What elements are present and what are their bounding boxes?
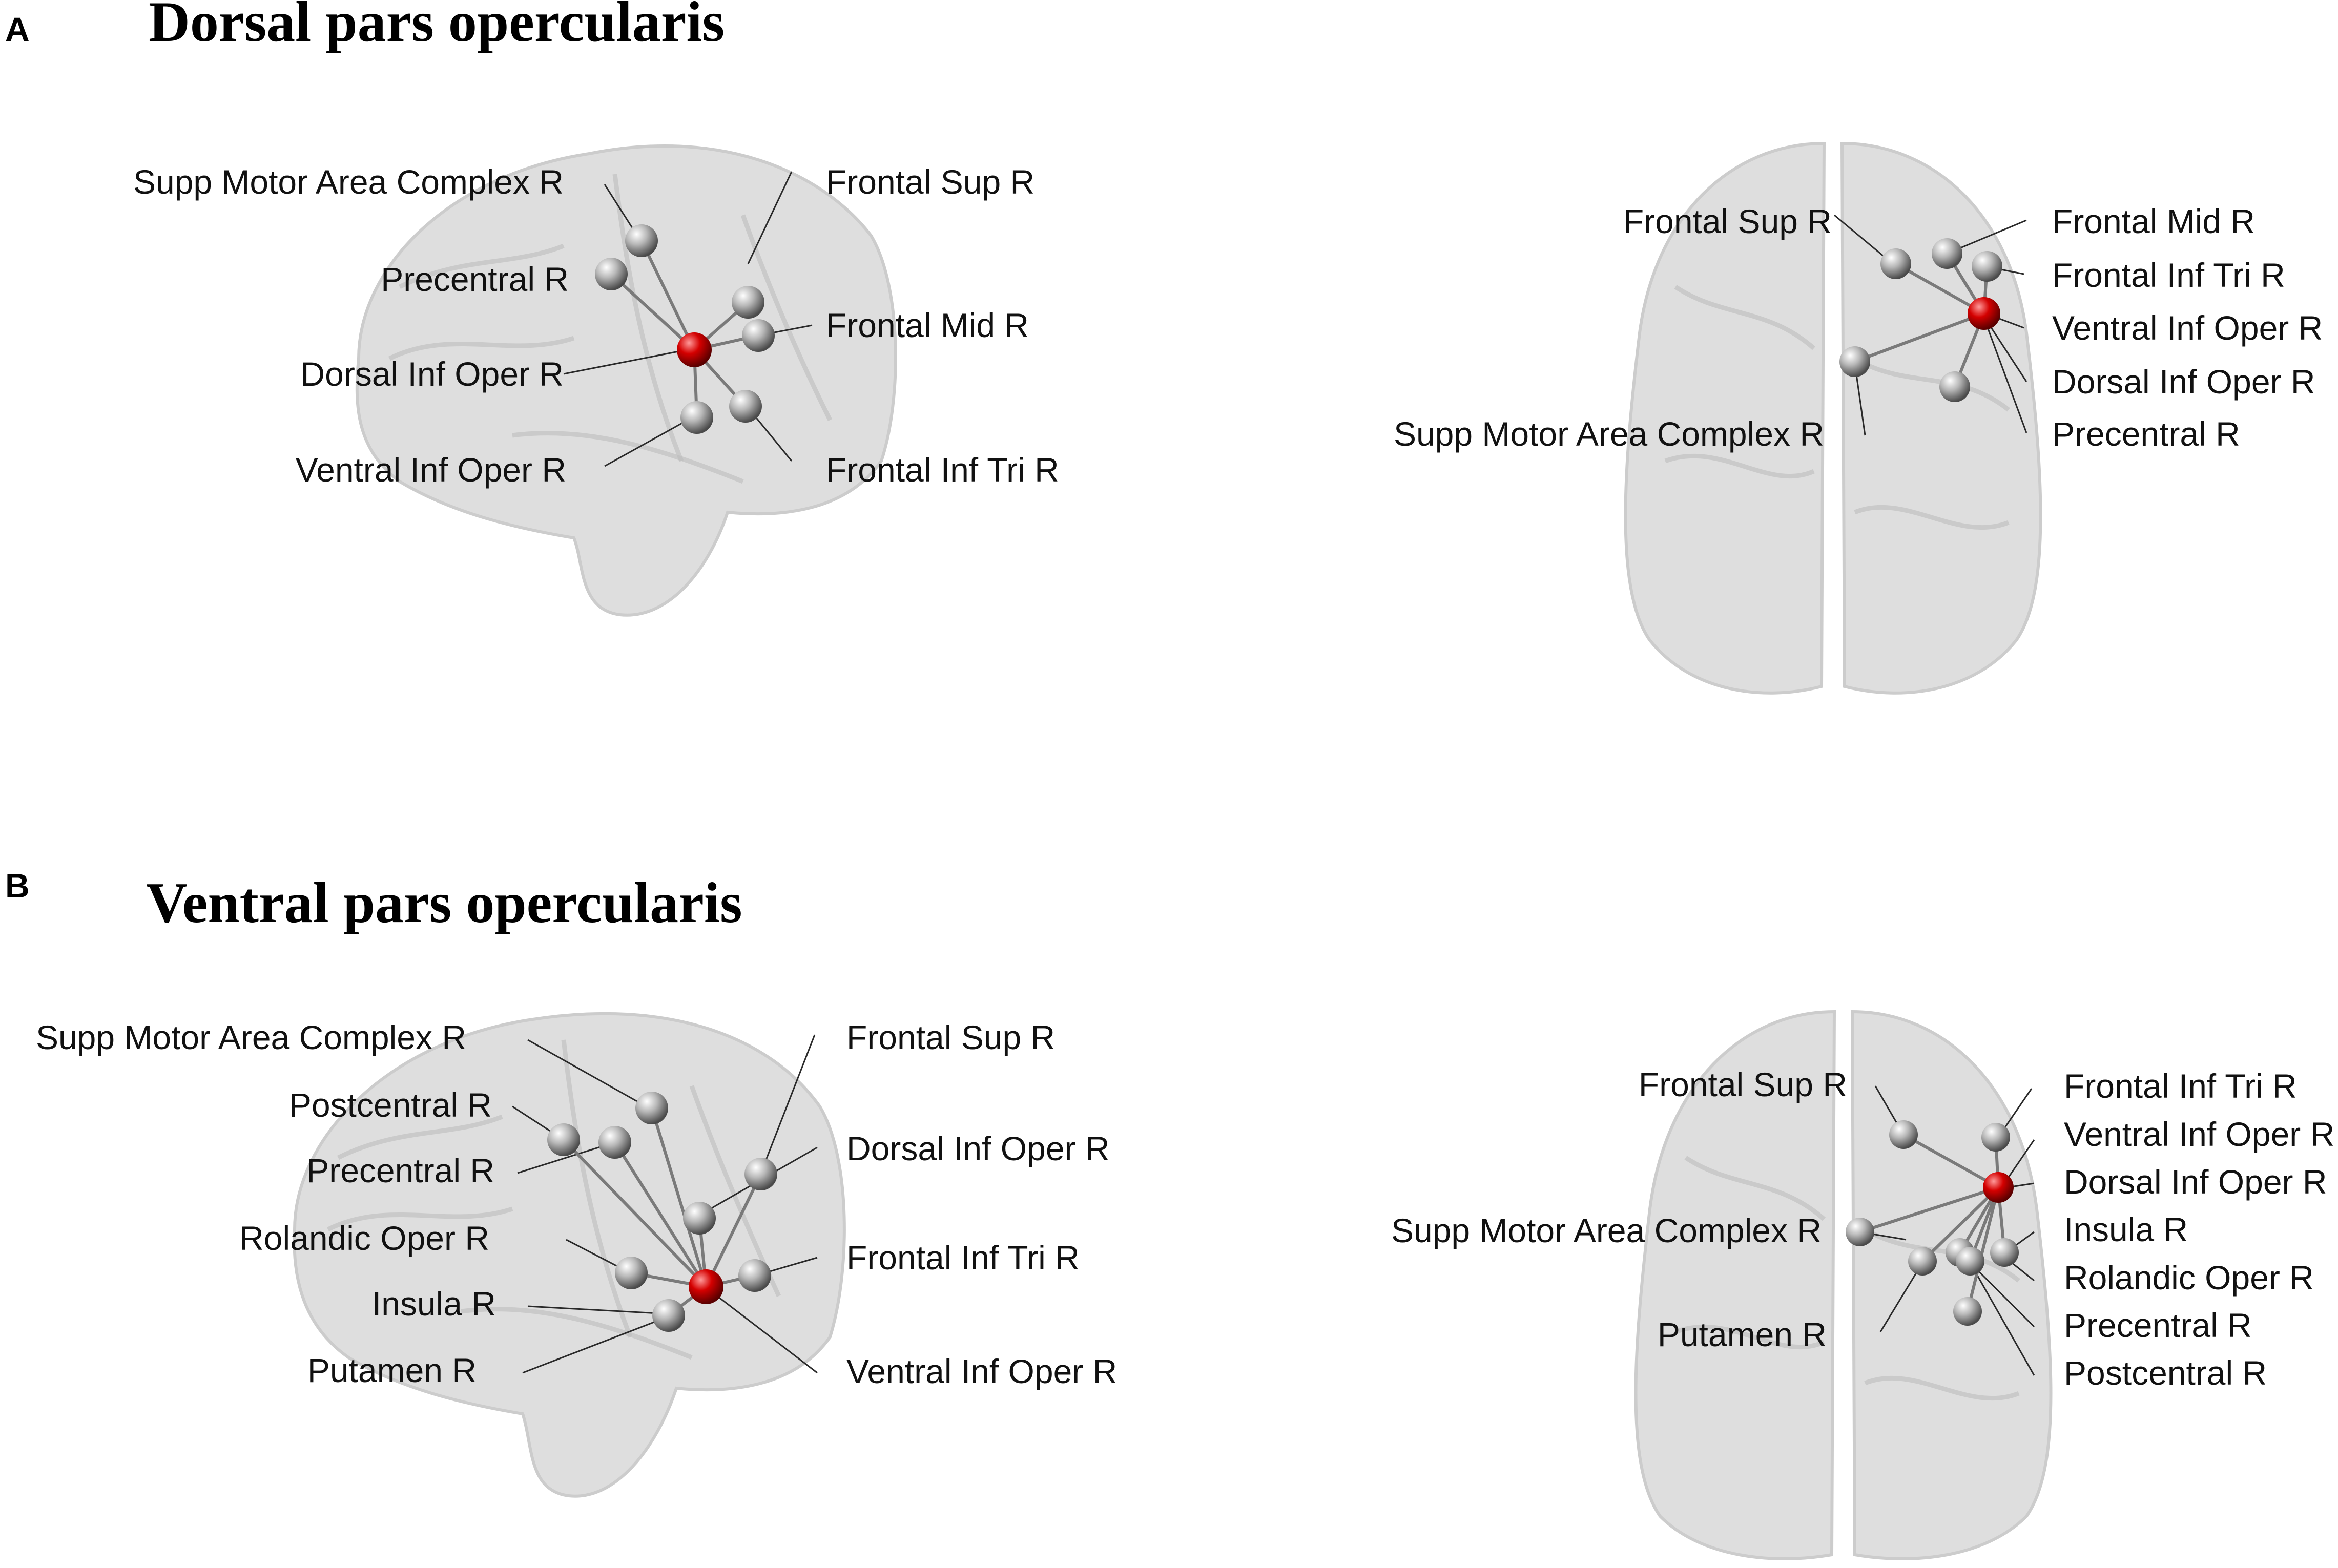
seed-node-a-dorsal: [1968, 297, 2000, 330]
node-b-frontal-inf-tri: [738, 1259, 771, 1292]
node-a-dorsal-frontal-inf-tri: [1972, 251, 2002, 282]
node-a-dorsal-precentral: [1939, 371, 1970, 402]
node-b-putamen: [652, 1299, 685, 1332]
node-b-dorsal-rolandic-oper: [1990, 1238, 2019, 1267]
label-b-rolandic-oper: Rolandic Oper R: [239, 1219, 489, 1257]
label-b-insula: Insula R: [372, 1285, 496, 1323]
node-supp-motor: [625, 224, 658, 257]
label-b-ventral-inf-oper: Ventral Inf Oper R: [846, 1352, 1117, 1390]
node-b-dorsal-frontal-inf-tri: [1981, 1123, 2010, 1152]
label-dorsal-inf-oper: Dorsal Inf Oper R: [301, 355, 564, 393]
node-b-dorsal-putamen: [1908, 1247, 1937, 1276]
node-b-dorsal-inf-oper: [683, 1202, 716, 1235]
label-a-dorsal-ventral-inf-oper: Ventral Inf Oper R: [2052, 309, 2323, 347]
label-b-frontal-sup: Frontal Sup R: [846, 1018, 1055, 1056]
label-b-dorsal-frontal-inf-tri: Frontal Inf Tri R: [2064, 1067, 2297, 1105]
label-a-dorsal-frontal-sup: Frontal Sup R: [1623, 202, 1832, 240]
label-b-postcentral: Postcentral R: [289, 1086, 492, 1124]
label-a-dorsal-frontal-inf-tri: Frontal Inf Tri R: [2052, 256, 2285, 294]
panel-a-letter: A: [5, 10, 30, 48]
label-b-dorsal-supp-motor: Supp Motor Area Complex R: [1391, 1211, 1822, 1249]
node-frontal-sup: [732, 286, 764, 319]
node-a-dorsal-frontal-mid: [1932, 238, 1962, 269]
node-b-dorsal-supp-motor: [1846, 1218, 1874, 1246]
label-b-dorsal-insula: Insula R: [2064, 1210, 2188, 1248]
label-b-dorsal-precentral: Precentral R: [2064, 1306, 2252, 1344]
label-b-dorsal-dorsal-inf-oper: Dorsal Inf Oper R: [2064, 1163, 2327, 1201]
node-b-supp-motor: [635, 1092, 668, 1124]
node-b-precentral: [598, 1126, 631, 1159]
node-precentral: [595, 258, 628, 290]
node-ventral-inf-oper: [680, 401, 713, 434]
node-frontal-inf-tri: [729, 390, 762, 423]
seed-node-ventral-inf-oper: [689, 1269, 723, 1304]
label-a-dorsal-frontal-mid: Frontal Mid R: [2052, 202, 2255, 240]
node-b-dorsal-precentral: [1956, 1247, 1984, 1276]
panel-a-lateral-brain: [355, 144, 897, 617]
label-frontal-sup: Frontal Sup R: [826, 163, 1034, 201]
label-precentral: Precentral R: [381, 260, 569, 298]
label-a-dorsal-dorsal-inf-oper: Dorsal Inf Oper R: [2052, 363, 2315, 401]
node-frontal-mid: [742, 319, 775, 352]
label-b-supp-motor: Supp Motor Area Complex R: [36, 1018, 466, 1056]
node-b-rolandic-oper: [615, 1257, 648, 1289]
label-b-precentral: Precentral R: [306, 1152, 494, 1189]
label-b-dorsal-putamen: Putamen R: [1658, 1315, 1827, 1353]
label-b-frontal-inf-tri: Frontal Inf Tri R: [846, 1239, 1080, 1277]
label-b-dorsal-rolandic-oper: Rolandic Oper R: [2064, 1259, 2314, 1297]
panel-b-letter: B: [5, 867, 30, 905]
node-a-dorsal-supp-motor: [1839, 346, 1870, 377]
panel-b-title: Ventral pars opercularis: [146, 871, 742, 935]
label-b-dorsal-frontal-sup: Frontal Sup R: [1639, 1065, 1847, 1103]
node-b-dorsal-frontal-sup: [1889, 1120, 1918, 1149]
node-b-frontal-sup: [744, 1158, 777, 1190]
label-b-dorsal-ventral-inf-oper: Ventral Inf Oper R: [2064, 1115, 2334, 1153]
panel-a: A Dorsal pars opercularis: [5, 0, 2323, 695]
seed-node-b-dorsal: [1983, 1172, 2014, 1203]
label-frontal-mid: Frontal Mid R: [826, 306, 1029, 344]
label-ventral-inf-oper: Ventral Inf Oper R: [296, 451, 566, 489]
label-frontal-inf-tri: Frontal Inf Tri R: [826, 451, 1059, 489]
label-supp-motor: Supp Motor Area Complex R: [133, 163, 564, 201]
seed-node-dorsal-inf-oper: [677, 332, 712, 367]
node-a-dorsal-frontal-sup: [1880, 248, 1911, 279]
label-a-dorsal-precentral: Precentral R: [2052, 415, 2240, 453]
panel-b: B Ventral pars opercularis: [5, 867, 2334, 1560]
node-b-dorsal-postcentral: [1953, 1297, 1982, 1326]
panel-a-title: Dorsal pars opercularis: [149, 0, 725, 54]
node-b-postcentral: [547, 1123, 580, 1156]
label-b-dorsal-inf-oper: Dorsal Inf Oper R: [846, 1130, 1110, 1167]
label-a-dorsal-supp-motor: Supp Motor Area Complex R: [1394, 415, 1824, 453]
label-b-putamen: Putamen R: [307, 1351, 477, 1389]
label-b-dorsal-postcentral: Postcentral R: [2064, 1354, 2267, 1392]
